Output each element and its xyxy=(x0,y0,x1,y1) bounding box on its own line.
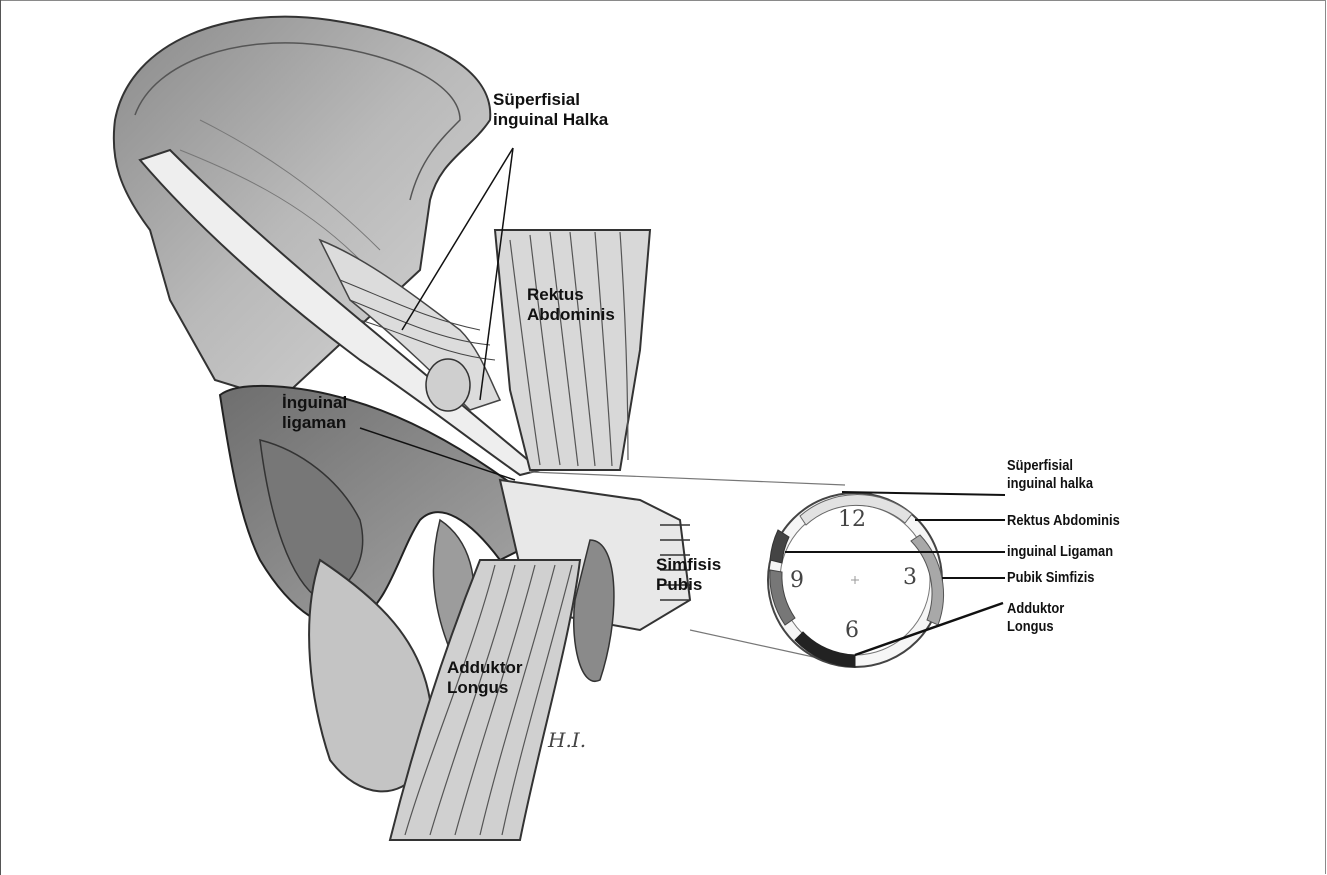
clock-number-6: 6 xyxy=(845,618,859,643)
label-line-1: Rektus xyxy=(527,285,615,305)
clock-number-3: 3 xyxy=(903,565,917,590)
legend-superficial-inguinal-ring: Süperfisial inguinal halka xyxy=(1007,457,1093,493)
clock-number-12: 12 xyxy=(838,507,866,532)
legend-line-1: Adduktor xyxy=(1007,600,1064,618)
legend-inguinal-ligament: inguinal Ligaman xyxy=(1007,543,1113,561)
clock-number-9: 9 xyxy=(790,568,804,593)
label-line-2: ligaman xyxy=(282,413,347,433)
label-line-2: Abdominis xyxy=(527,305,615,325)
legend-line-1: Süperfisial xyxy=(1007,457,1093,475)
label-rectus-abdominis: Rektus Abdominis xyxy=(527,285,615,326)
artist-signature: H.I. xyxy=(548,728,586,752)
label-symphysis-pubis: Simfisis Pubis xyxy=(656,555,721,596)
label-line-2: Longus xyxy=(447,678,523,698)
legend-rectus-abdominis: Rektus Abdominis xyxy=(1007,512,1120,530)
label-adductor-longus: Adduktor Longus xyxy=(447,658,523,699)
rectus-abdominis-muscle xyxy=(495,230,650,470)
legend-line-2: Longus xyxy=(1007,618,1064,636)
label-line-1: Adduktor xyxy=(447,658,523,678)
label-line-1: Süperfisial xyxy=(493,90,608,110)
legend-adductor-longus: Adduktor Longus xyxy=(1007,600,1064,636)
label-line-1: İnguinal xyxy=(282,393,347,413)
label-line-2: Pubis xyxy=(656,575,721,595)
label-line-1: Simfisis xyxy=(656,555,721,575)
label-line-2: inguinal Halka xyxy=(493,110,608,130)
label-inguinal-ligament: İnguinal ligaman xyxy=(282,393,347,434)
legend-pubic-symphysis: Pubik Simfizis xyxy=(1007,569,1094,587)
label-superficial-inguinal-ring: Süperfisial inguinal Halka xyxy=(493,90,608,131)
legend-line-2: inguinal halka xyxy=(1007,475,1093,493)
